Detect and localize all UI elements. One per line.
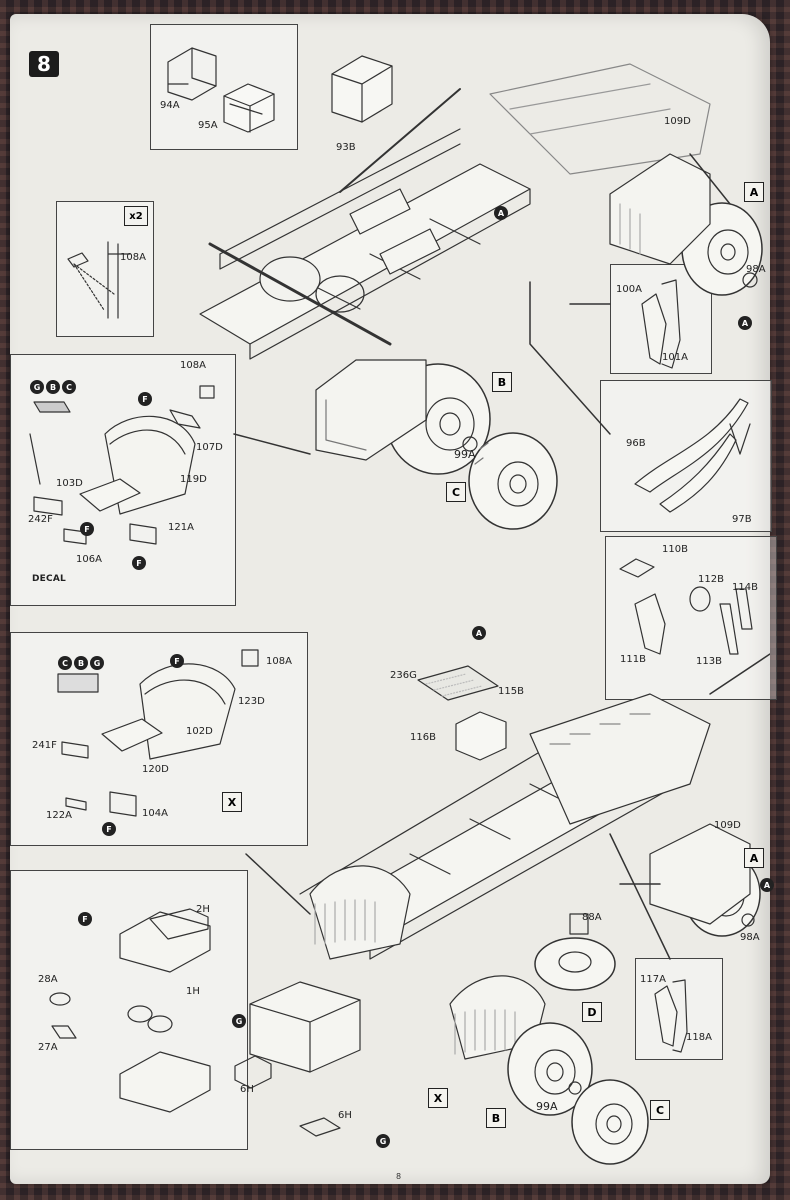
- part-label: 119D: [180, 474, 207, 485]
- assembly-box-c-top: C: [446, 482, 466, 502]
- part-label: 101A: [662, 352, 688, 363]
- assembly-box-c-lower: C: [650, 1100, 670, 1120]
- page-number: 8: [396, 1172, 402, 1181]
- callout-g-lower-b: G: [376, 1134, 390, 1148]
- callout-f-fender-1b: F: [80, 522, 94, 536]
- part-label: 95A: [198, 120, 218, 131]
- callout-b-fender-1: B: [46, 380, 60, 394]
- part-label: 98A: [740, 932, 760, 943]
- step-number-badge: 8: [29, 51, 59, 77]
- callout-f-fender-1a: F: [138, 392, 152, 406]
- part-label: 108A: [266, 656, 292, 667]
- part-label: 94A: [160, 100, 180, 111]
- callout-g-fender-1: G: [30, 380, 44, 394]
- part-label: 99A: [536, 1100, 558, 1113]
- assembly-box-b-top: B: [492, 372, 512, 392]
- callout-c-fender-x: C: [58, 656, 72, 670]
- callout-f-fender-xa: F: [170, 654, 184, 668]
- part-label: 122A: [46, 810, 72, 821]
- part-label: 106A: [76, 554, 102, 565]
- assembly-box-a-lower: A: [744, 848, 764, 868]
- part-label: 236G: [390, 670, 417, 681]
- inset-frame-108a-x2: [56, 201, 154, 337]
- part-label: 116B: [410, 732, 436, 743]
- assembly-drawing: [29, 47, 770, 1165]
- part-label: 99A: [454, 448, 476, 461]
- part-label: 6H: [338, 1110, 352, 1121]
- part-label: 2H: [196, 904, 210, 915]
- callout-a-top-mid: A: [494, 206, 508, 220]
- part-label: 27A: [38, 1042, 58, 1053]
- part-label: 241F: [32, 740, 57, 751]
- instruction-sheet: 8: [10, 14, 777, 1184]
- part-label: 107D: [196, 442, 223, 453]
- part-label: 102D: [186, 726, 213, 737]
- decal-label: DECAL: [32, 574, 66, 584]
- part-label: 121A: [168, 522, 194, 533]
- part-label: 109D: [714, 820, 741, 831]
- callout-a-top-right: A: [738, 316, 752, 330]
- callout-f-lower-left: F: [78, 912, 92, 926]
- assembly-box-x-lower: X: [428, 1088, 448, 1108]
- part-label: 115B: [498, 686, 524, 697]
- quantity-x2-badge: x2: [124, 206, 148, 226]
- part-label: 28A: [38, 974, 58, 985]
- callout-a-mat: A: [472, 626, 486, 640]
- part-label: 118A: [686, 1032, 712, 1043]
- callout-g-lower-a: G: [232, 1014, 246, 1028]
- part-label: 120D: [142, 764, 169, 775]
- part-label: 97B: [732, 514, 752, 525]
- callout-g-fender-x: G: [90, 656, 104, 670]
- part-label: 113B: [696, 656, 722, 667]
- part-label: 108A: [180, 360, 206, 371]
- part-label: 98A: [746, 264, 766, 275]
- part-label: 1H: [186, 986, 200, 997]
- part-label: 123D: [238, 696, 265, 707]
- part-label: 109D: [664, 116, 691, 127]
- part-label: 88A: [582, 912, 602, 923]
- assembly-box-d: D: [582, 1002, 602, 1022]
- callout-f-fender-1c: F: [132, 556, 146, 570]
- part-label: 111B: [620, 654, 646, 665]
- part-label: 108A: [120, 252, 146, 263]
- callout-b-fender-x: B: [74, 656, 88, 670]
- inset-frame-94-95: [150, 24, 298, 150]
- part-label: 110B: [662, 544, 688, 555]
- part-label: 100A: [616, 284, 642, 295]
- part-label: 117A: [640, 974, 666, 985]
- part-label: 104A: [142, 808, 168, 819]
- inset-frame-117-118: [635, 958, 723, 1060]
- part-label: 242F: [28, 514, 53, 525]
- part-label: 96B: [626, 438, 646, 449]
- inset-frame-110-114: [605, 536, 777, 700]
- callout-f-fender-xb: F: [102, 822, 116, 836]
- part-label: 93B: [336, 142, 356, 153]
- part-label: 114B: [732, 582, 758, 593]
- part-label: 6H: [240, 1084, 254, 1095]
- callout-a-lower-right: A: [760, 878, 774, 892]
- part-label: 103D: [56, 478, 83, 489]
- callout-c-fender-1: C: [62, 380, 76, 394]
- part-label: 112B: [698, 574, 724, 585]
- assembly-box-a-top: A: [744, 182, 764, 202]
- assembly-box-b-lower: B: [486, 1108, 506, 1128]
- assembly-box-x-fender: X: [222, 792, 242, 812]
